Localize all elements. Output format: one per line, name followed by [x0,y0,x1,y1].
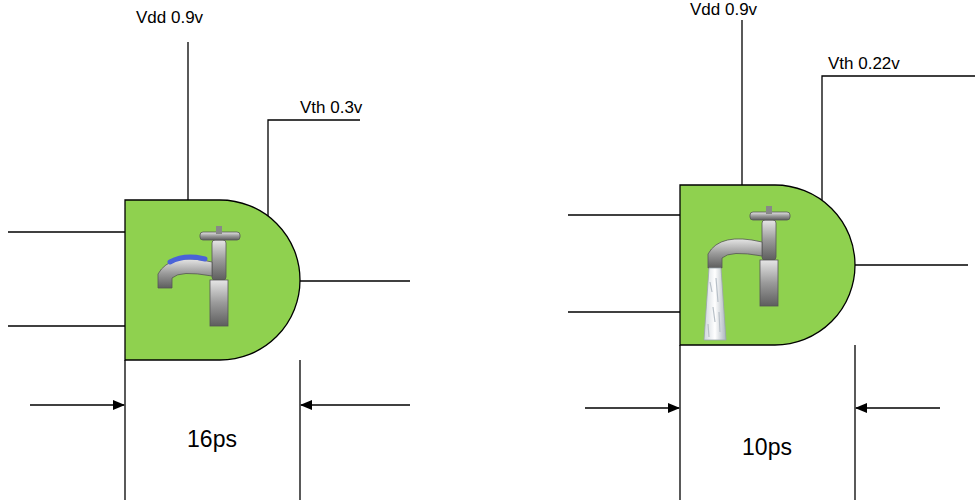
supply-voltage-label: Vdd 0.9v [134,8,205,28]
delay-label: 16ps [185,426,239,452]
and-gate [125,200,300,360]
delay-label: 10ps [740,434,794,460]
threshold-voltage-label: Vth 0.22v [826,54,902,74]
threshold-voltage-label: Vth 0.3v [298,98,364,118]
faucet-icon [158,226,240,326]
leaking-faucet-icon [704,206,790,340]
wires [8,10,975,500]
and-gate [680,185,855,345]
supply-voltage-label: Vdd 0.9v [688,0,759,20]
